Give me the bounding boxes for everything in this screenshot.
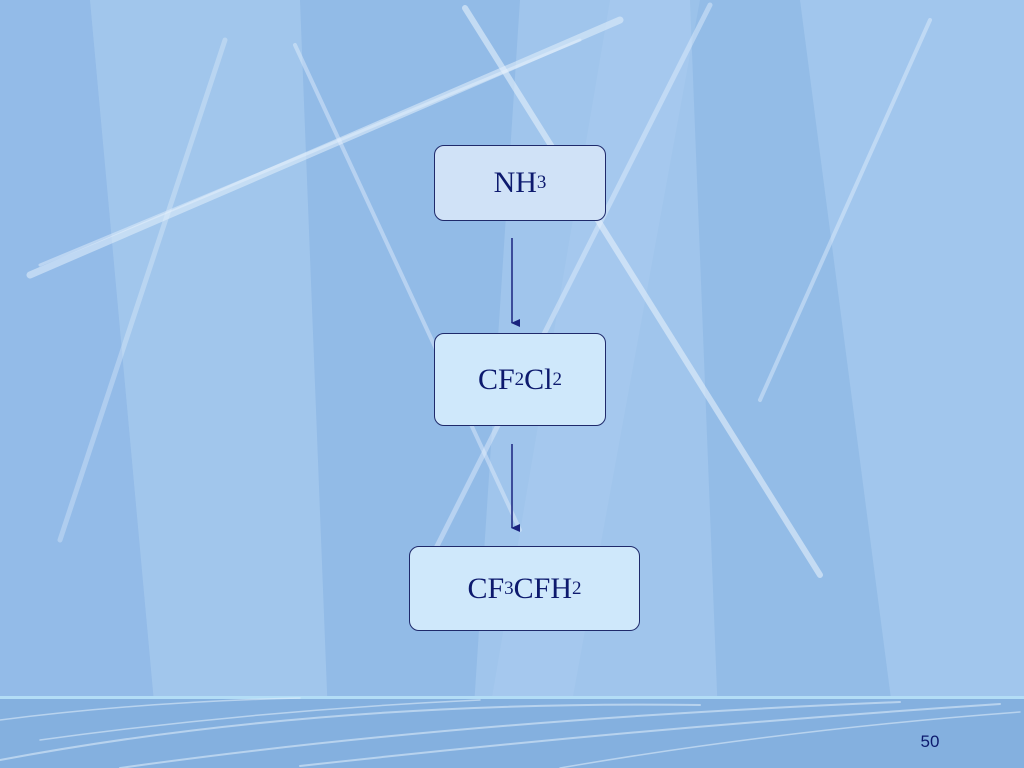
formula-part: CF [477,362,515,396]
formula-part: CF [467,571,505,605]
formula-part: CFH [513,571,573,605]
page-number: 50 [920,732,940,751]
formula-part: Cl [524,362,553,396]
formula-part: H [515,166,537,199]
formula-part: N [493,166,516,199]
